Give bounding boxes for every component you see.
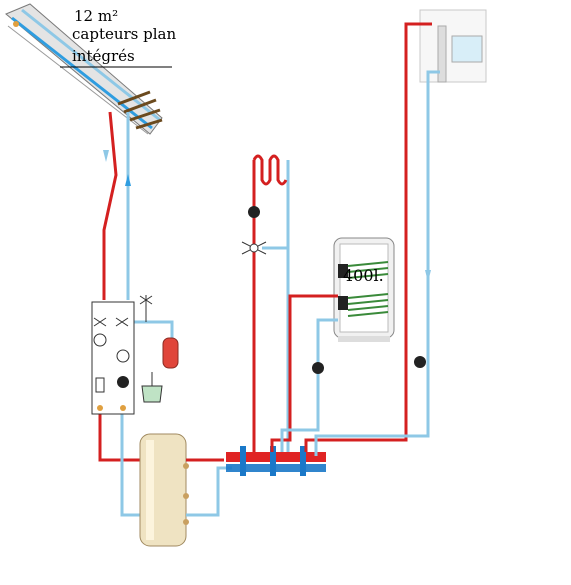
flowmeter-icon <box>95 377 105 393</box>
valve-icon <box>115 317 129 327</box>
solar-collector <box>5 3 163 135</box>
thermometer-gauge-icon <box>93 333 107 347</box>
panel-area-label: 12 m² <box>74 7 118 25</box>
radiator-circuit <box>252 154 290 452</box>
pressure-gauge-icon <box>116 349 130 363</box>
pool-pump-icon <box>414 356 426 368</box>
drain-collector-pot <box>141 372 163 403</box>
panel-type-label: capteurs plan <box>72 25 176 43</box>
buffer-tank <box>139 433 189 547</box>
tank-pump-icon <box>312 362 324 374</box>
safety-valve-icon <box>139 295 153 322</box>
solar-pump-icon <box>117 376 129 388</box>
heat-exchanger-coil <box>347 261 389 317</box>
flow-arrow-down <box>425 270 431 282</box>
tank-circuit-pipes <box>270 294 338 452</box>
mixing-valve-icon <box>241 241 288 255</box>
radiator-pump-icon <box>248 206 260 218</box>
valve-icon <box>93 317 107 327</box>
pool-circuit-pipes <box>304 22 440 456</box>
pool-unit <box>419 9 487 83</box>
heating-manifold <box>226 446 326 476</box>
panel-mount-label: intégrés <box>72 47 135 65</box>
expansion-vessel <box>162 337 179 369</box>
flow-arrows <box>103 150 131 186</box>
collector-sensor <box>13 21 19 27</box>
roof-battens <box>117 90 163 130</box>
solar-pump-station <box>91 301 135 415</box>
hot-water-tank <box>333 237 395 342</box>
tank-volume-label: 400l. <box>343 266 384 285</box>
